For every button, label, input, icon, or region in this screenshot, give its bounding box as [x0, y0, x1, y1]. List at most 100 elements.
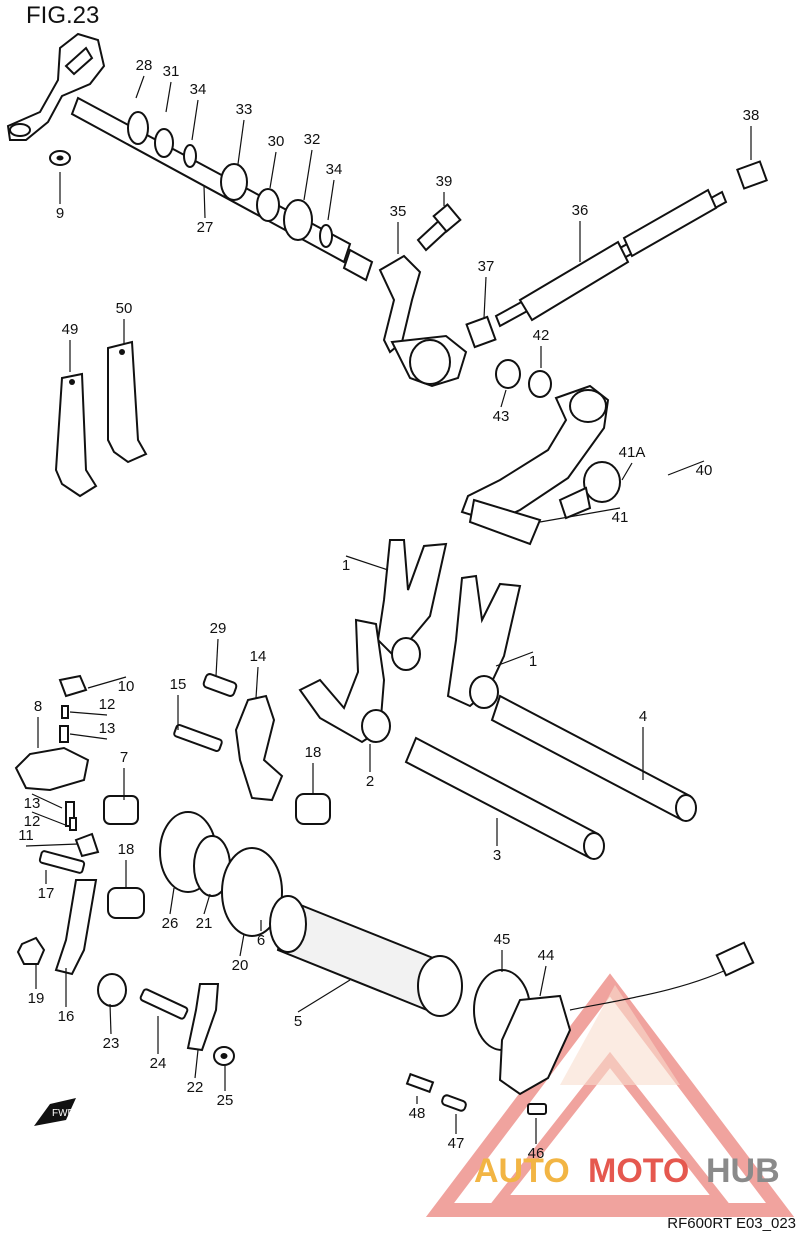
nut-38 — [736, 160, 768, 190]
callout-label: 5 — [294, 1013, 302, 1030]
shift-shaft — [70, 96, 352, 264]
callout-label: 6 — [257, 932, 265, 949]
watermark-word-hub: HUB — [706, 1152, 780, 1190]
callout-label: 11 — [18, 827, 34, 844]
callout-label: 43 — [493, 408, 510, 425]
callout-label: 36 — [572, 202, 589, 219]
watermark-text: AUTO MOTO HUB — [474, 1152, 780, 1190]
callout-leader — [69, 733, 108, 740]
pin-47 — [441, 1094, 467, 1112]
callout-label: 23 — [103, 1035, 120, 1052]
callout-label: 41 — [612, 509, 629, 526]
oil-seal-28 — [127, 111, 149, 145]
cam-stopper-body-8 — [14, 746, 90, 792]
link-plates — [54, 340, 148, 498]
callout-label: 32 — [304, 131, 321, 148]
watermark-triangle-outer — [425, 973, 795, 1217]
washer-31 — [154, 128, 174, 158]
callout-label: 4 — [639, 708, 647, 725]
pin-29 — [202, 673, 238, 697]
callout-label: 25 — [217, 1092, 234, 1109]
callout-leader — [327, 179, 335, 221]
neutral-switch-assembly — [405, 941, 755, 1115]
bolt-15 — [173, 723, 223, 753]
callout-label: 18 — [305, 744, 322, 761]
oil-seal-30 — [256, 188, 280, 222]
shift-fork-2 — [298, 618, 386, 744]
nut-19 — [16, 936, 46, 965]
callout-label: 28 — [136, 57, 153, 74]
bushing-18b — [107, 887, 145, 919]
callout-label: 34 — [190, 81, 207, 98]
callout-label: 33 — [236, 101, 253, 118]
callout-leader — [87, 676, 127, 689]
callout-leader — [203, 893, 211, 915]
callout-leader — [539, 965, 547, 997]
watermark-word-moto: MOTO — [588, 1152, 689, 1190]
switch-connector — [715, 941, 755, 977]
callout-label: 9 — [56, 205, 64, 222]
callout-leader — [135, 75, 145, 99]
spring-48 — [405, 1072, 435, 1094]
switch-wire — [569, 963, 739, 1011]
callout-leader — [345, 555, 389, 571]
watermark-triangle-inner — [489, 1051, 731, 1205]
gear-shift-link-arm — [378, 254, 468, 388]
callout-label: 2 — [366, 773, 374, 790]
gearshift-cam-plate-14 — [234, 694, 284, 802]
bushing-18a — [295, 793, 331, 825]
lower-small-parts — [16, 879, 235, 1066]
callout-label: 45 — [494, 931, 511, 948]
callout-label: 34 — [326, 161, 343, 178]
spring-13 — [59, 725, 69, 743]
watermark-logo — [425, 973, 795, 1217]
callout-label: 50 — [116, 300, 133, 317]
plate-49 — [54, 372, 98, 498]
fwd-arrow-icon — [34, 1098, 76, 1126]
callout-label: 17 — [38, 885, 55, 902]
callout-label: 41A — [619, 444, 646, 461]
callout-leader — [194, 1049, 199, 1079]
circlip-34 — [183, 144, 197, 168]
pin-12 — [61, 705, 69, 719]
callout-leader — [69, 711, 108, 716]
callout-label: 40 — [696, 462, 713, 479]
bolt-17 — [38, 850, 86, 874]
callout-leader — [203, 185, 206, 219]
callout-label: 20 — [232, 957, 249, 974]
callout-leader — [31, 793, 63, 809]
figure-title: FIG.23 — [26, 2, 100, 29]
washer-42 — [528, 370, 552, 398]
fwd-label: FWD — [52, 1108, 75, 1119]
callout-label: 35 — [390, 203, 407, 220]
callout-label: 47 — [448, 1135, 465, 1152]
circlip-34b — [319, 224, 333, 248]
gearshift-tie-rod — [465, 160, 768, 349]
watermark-word-auto: AUTO — [474, 1152, 570, 1190]
callout-label: 39 — [436, 173, 453, 190]
callout-leader — [303, 149, 313, 201]
callout-label: 3 — [493, 847, 501, 864]
callout-label: 44 — [538, 947, 555, 964]
callout-label: 48 — [409, 1105, 426, 1122]
gear-shift-cam — [159, 811, 463, 1017]
shift-fork-1-lower — [446, 574, 522, 708]
callout-label: 19 — [28, 990, 45, 1007]
small-parts — [14, 673, 331, 919]
callout-label: 21 — [196, 915, 213, 932]
callout-label: 37 — [478, 258, 495, 275]
callout-leader — [495, 651, 534, 667]
shift-pawl-22 — [186, 983, 220, 1052]
gear-position-switch-44 — [498, 994, 572, 1096]
callout-label: 13 — [24, 795, 41, 812]
bearing-33 — [220, 163, 248, 201]
rubber-41 — [468, 498, 542, 546]
callout-label: 29 — [210, 620, 227, 637]
plate-50 — [107, 340, 148, 464]
diagram-code: RF600RT E03_023 — [667, 1215, 796, 1232]
callout-label: 49 — [62, 321, 79, 338]
callout-label: 13 — [99, 720, 116, 737]
stopper-11 — [74, 832, 100, 858]
callout-leader — [500, 389, 507, 408]
